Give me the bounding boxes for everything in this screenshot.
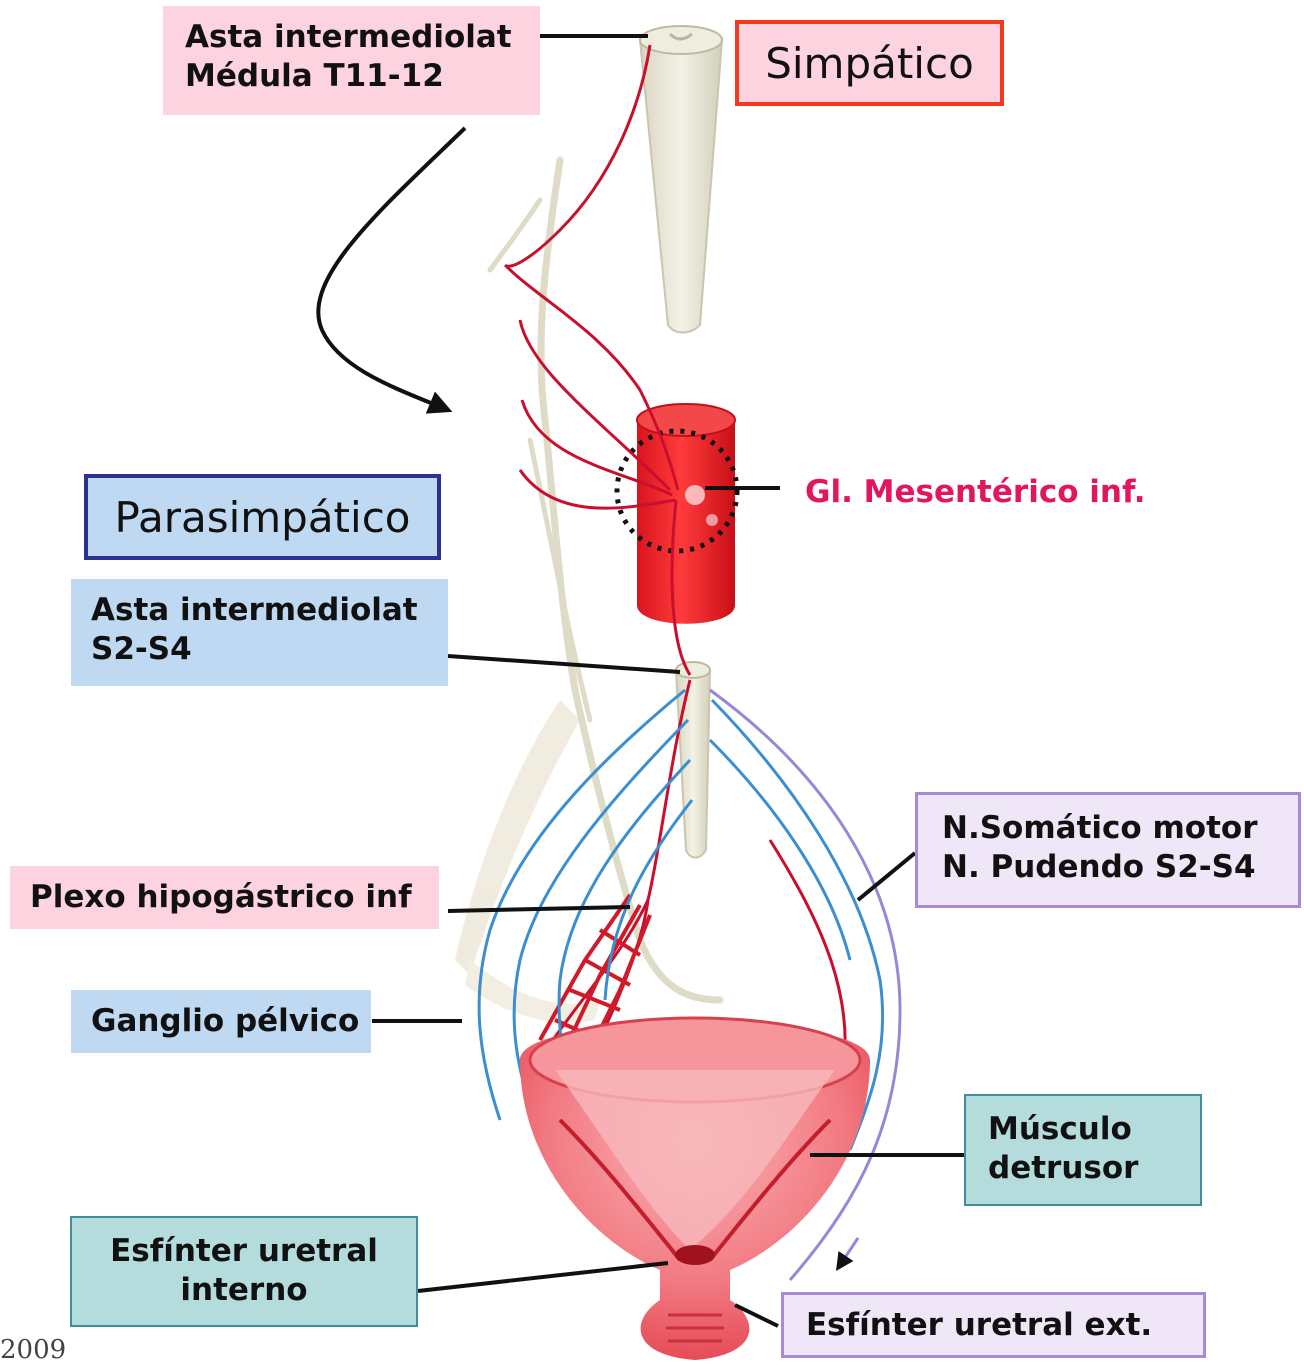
label-asta-t11-line2: Médula T11-12 (185, 57, 540, 96)
simpatico-title-text: Simpático (765, 39, 974, 88)
label-asta-s2-line2: S2-S4 (91, 630, 448, 669)
label-somatico: N.Somático motor N. Pudendo S2-S4 (915, 792, 1301, 908)
label-musculo: Músculo detrusor (964, 1094, 1202, 1206)
label-asta-t11: Asta intermediolat Médula T11-12 (163, 6, 540, 115)
label-ganglio: Ganglio pélvico (71, 990, 371, 1053)
label-esfinter-int-line2: interno (72, 1271, 416, 1310)
label-musculo-line1: Músculo (988, 1110, 1200, 1149)
somatic-arrow (838, 1238, 858, 1268)
label-esfinter-ext-text: Esfínter uretral ext. (806, 1306, 1203, 1345)
simpatico-title: Simpático (735, 20, 1004, 106)
label-ganglio-text: Ganglio pélvico (91, 1002, 371, 1041)
year-footer: 2009 (0, 1335, 66, 1365)
spinal-cord-thoracic (640, 26, 722, 333)
label-asta-s2-line1: Asta intermediolat (91, 591, 448, 630)
label-esfinter-int-line1: Esfínter uretral (72, 1232, 416, 1271)
label-plexo-text: Plexo hipogástrico inf (30, 878, 439, 917)
label-musculo-line2: detrusor (988, 1149, 1200, 1188)
label-plexo: Plexo hipogástrico inf (10, 866, 439, 929)
curved-arrow (318, 128, 465, 410)
label-somatico-line2: N. Pudendo S2-S4 (942, 848, 1298, 887)
label-asta-s2: Asta intermediolat S2-S4 (71, 579, 448, 686)
parasimpatico-title-text: Parasimpático (115, 493, 411, 542)
label-esfinter-int: Esfínter uretral interno (70, 1216, 418, 1327)
sympathetic-chain-2 (490, 200, 590, 720)
parasimpatico-title: Parasimpático (84, 474, 441, 560)
label-asta-t11-line1: Asta intermediolat (185, 18, 540, 57)
label-somatico-line1: N.Somático motor (942, 809, 1298, 848)
label-gl-mesenterico: Gl. Mesentérico inf. (805, 474, 1146, 510)
label-esfinter-ext: Esfínter uretral ext. (781, 1292, 1206, 1358)
